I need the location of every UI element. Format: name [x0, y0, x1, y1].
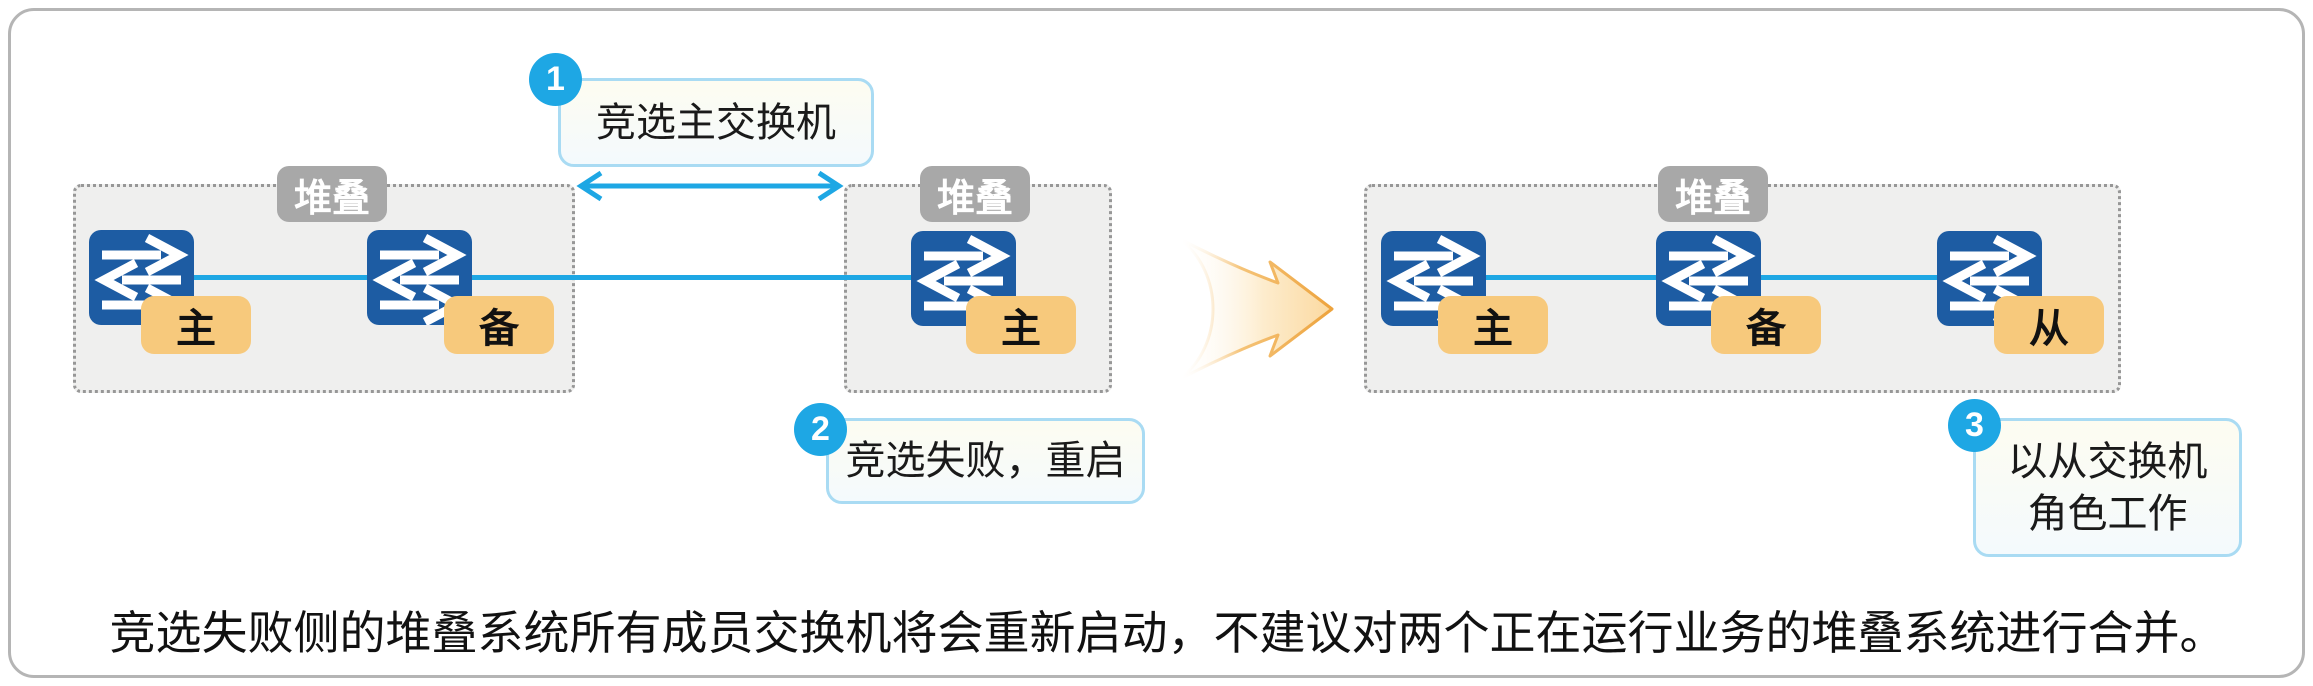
switch-icon	[911, 231, 1016, 326]
callout-slave-role-line1: 以从交换机	[2007, 439, 2208, 484]
role-badge-standby: 备	[1711, 296, 1821, 354]
transition-arrow-icon	[1174, 235, 1339, 388]
stack-tag: 堆叠	[1658, 166, 1768, 222]
callout-election-text: 竞选主交换机	[596, 100, 836, 145]
role-badge-master: 主	[141, 296, 251, 354]
step-1-badge: 1	[529, 53, 582, 106]
role-badge-master: 主	[966, 296, 1076, 354]
callout-election-label: 竞选主交换机	[558, 78, 874, 167]
callout-slave-role-label: 以从交换机 角色工作	[1973, 418, 2242, 557]
stack-tag: 堆叠	[277, 166, 387, 222]
switch-icon	[367, 230, 472, 325]
role-badge-master: 主	[1438, 296, 1548, 354]
step-3-badge: 3	[1948, 399, 2001, 452]
callout-slave-role-line2: 角色工作	[2027, 491, 2188, 536]
step-2-badge: 2	[794, 403, 847, 456]
diagram-note: 竞选失败侧的堆叠系统所有成员交换机将会重新启动，不建议对两个正在运行业务的堆叠系…	[109, 607, 2226, 659]
callout-restart-label: 竞选失败，重启	[826, 418, 1145, 504]
double-arrow-icon	[571, 168, 849, 209]
role-badge-standby: 备	[444, 296, 554, 354]
role-badge-slave: 从	[1994, 296, 2104, 354]
diagram-frame: 堆叠 堆叠 堆叠	[8, 8, 2305, 678]
callout-restart-text: 竞选失败，重启	[845, 439, 1126, 483]
stack-tag: 堆叠	[920, 166, 1030, 222]
stack-link-line-left	[141, 275, 966, 280]
